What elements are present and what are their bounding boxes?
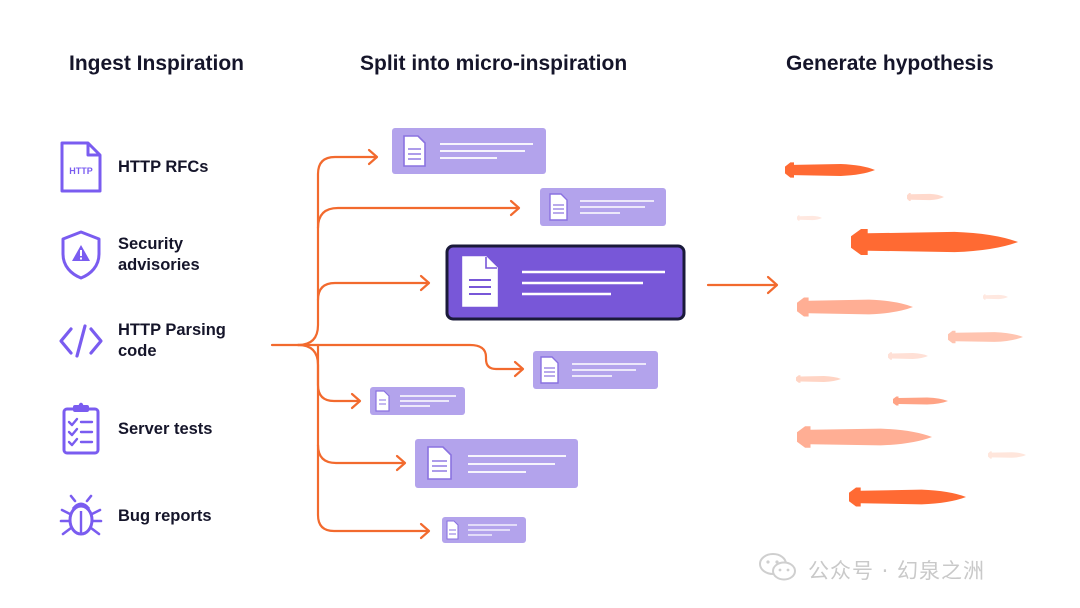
- arrowhead: [419, 274, 431, 292]
- source-item-server-tests: Server tests: [58, 402, 258, 456]
- security-shield-icon: [58, 228, 104, 282]
- arrowhead: [350, 392, 362, 410]
- document-icon: [375, 390, 390, 412]
- checklist-clipboard-icon: [58, 402, 104, 456]
- connector-branch-7: [316, 443, 430, 533]
- http-icon-text: HTTP: [69, 166, 93, 176]
- connector-branch-1: [296, 155, 378, 347]
- arrowhead: [419, 522, 431, 540]
- arrowhead: [395, 454, 407, 472]
- connector-arrowheads: [350, 148, 779, 540]
- split-micro-inspiration-heading: Split into micro-inspiration: [360, 52, 628, 75]
- source-item-http-rfcs: HTTP HTTP RFCs: [58, 140, 258, 194]
- source-item-security-advisories: Security advisories: [58, 228, 258, 282]
- wechat-icon: [758, 552, 798, 587]
- watermark-text: 公众号 · 幻泉之洲: [808, 558, 986, 583]
- wechat-watermark: 公众号 · 幻泉之洲: [758, 552, 985, 587]
- source-label: Server tests: [118, 419, 213, 438]
- rocket-icon: [988, 451, 1026, 459]
- arrowhead: [766, 275, 779, 295]
- micro-card: [392, 128, 546, 174]
- hypothesis-rockets: [785, 162, 1026, 507]
- code-brackets-icon: [58, 314, 104, 368]
- source-label: Bug reports: [118, 506, 212, 525]
- document-icon: [427, 446, 452, 480]
- document-icon: [446, 520, 459, 540]
- rocket-icon: [983, 294, 1008, 300]
- connector-branch-3: [316, 281, 430, 302]
- rocket-icon: [796, 375, 841, 383]
- rocket-icon: [797, 426, 932, 448]
- arrowhead: [367, 148, 379, 166]
- source-item-http-parsing-code: HTTP Parsing code: [58, 314, 258, 368]
- rocket-icon: [785, 162, 875, 178]
- micro-card: [533, 351, 658, 389]
- source-label: Security advisories: [118, 235, 200, 274]
- rocket-icon: [893, 396, 948, 406]
- rocket-icon: [851, 228, 1018, 256]
- micro-card: [415, 439, 578, 488]
- rocket-icon: [948, 330, 1023, 344]
- arrowhead: [509, 199, 521, 217]
- ingest-inspiration-heading: Ingest Inspiration: [69, 52, 245, 75]
- micro-card: [370, 387, 465, 415]
- generate-hypothesis-heading: Generate hypothesis: [786, 52, 994, 75]
- rocket-icon: [797, 297, 913, 317]
- micro-card: [442, 517, 526, 543]
- bug-icon: [58, 489, 104, 543]
- main-micro-card: [445, 244, 686, 321]
- connector-branch-4: [296, 343, 524, 371]
- document-icon: [462, 256, 498, 307]
- connector-branch-5: [296, 343, 361, 403]
- rocket-icon: [888, 352, 928, 360]
- source-item-bug-reports: Bug reports: [58, 489, 258, 543]
- micro-card: [540, 188, 666, 226]
- http-document-icon: HTTP: [58, 140, 104, 194]
- document-icon: [540, 356, 559, 384]
- document-icon: [549, 193, 568, 221]
- document-icon: [403, 135, 426, 167]
- arrowhead: [513, 360, 525, 378]
- source-label: HTTP RFCs: [118, 157, 209, 176]
- connector-branch-2: [316, 206, 520, 230]
- rocket-icon: [907, 192, 944, 202]
- connector-lines: [270, 155, 778, 533]
- rocket-icon: [849, 487, 966, 507]
- source-label: HTTP Parsing code: [118, 321, 226, 360]
- rocket-icon: [797, 215, 822, 221]
